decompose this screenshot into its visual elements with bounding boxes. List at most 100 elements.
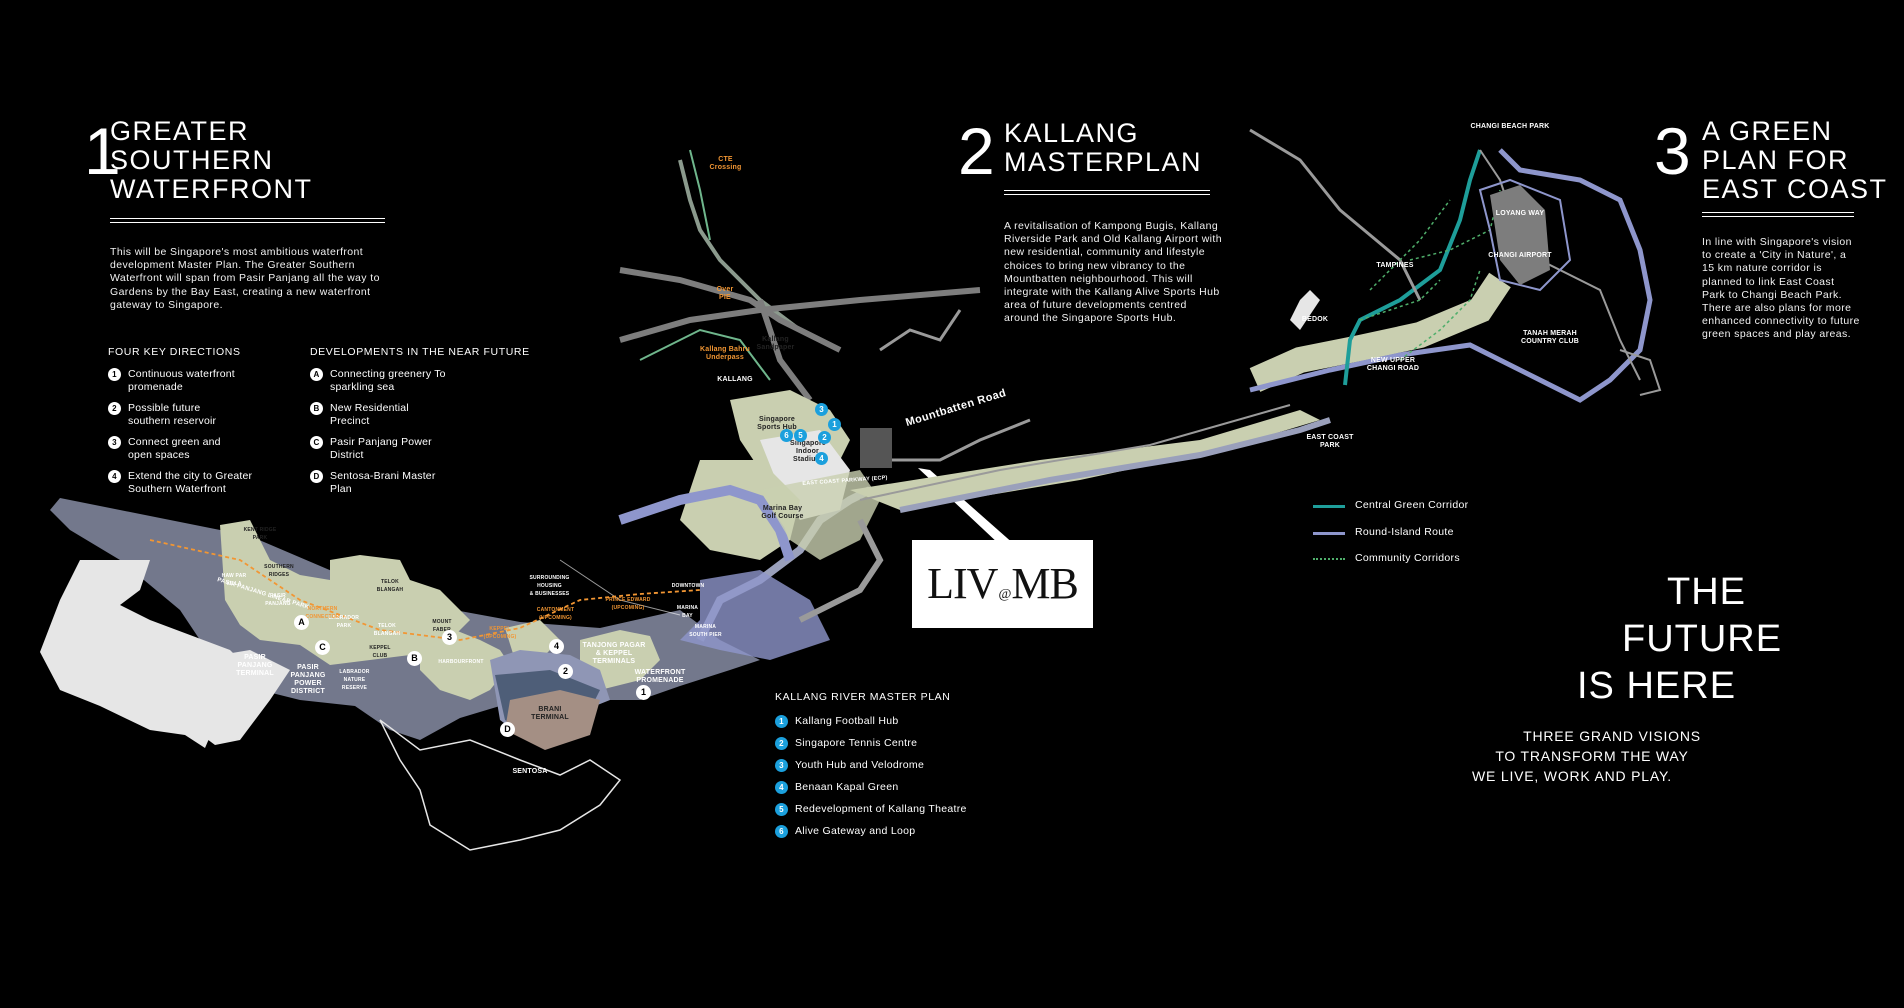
kallang-river-text: Redevelopment of Kallang Theatre [795, 803, 967, 815]
legend-line-community [1313, 558, 1345, 560]
sports-hub-label: Singapore Sports Hub [757, 416, 797, 431]
legend-label: Community Corridors [1355, 552, 1460, 564]
development-badge: C [310, 436, 323, 449]
kallang-bahru-label: Kallang Bahru Underpass [699, 346, 751, 361]
harbourfront-label: HARBOURFRONT [438, 659, 484, 665]
downtown-label: DOWNTOWN [671, 583, 705, 589]
changi-beach-park-label: CHANGI BEACH PARK [1470, 123, 1550, 130]
key-direction-item: 4 Extend the city to Greater Southern Wat… [108, 470, 288, 504]
telok-blangah-label-1: TELOK BLANGAH [376, 579, 404, 593]
development-text: Connecting greenery To sparkling sea [330, 368, 446, 393]
kallang-marker-3: 3 [815, 403, 828, 416]
key-direction-badge: 2 [108, 402, 121, 415]
section3-title: A GREEN PLAN FOR EAST COAST [1702, 116, 1888, 204]
waterfront-promenade-label: WATERFRONT PROMENADE [634, 669, 686, 684]
tagline-line-3: WE LIVE, WORK AND PLAY. [1472, 768, 1672, 784]
bedok-label: BEDOK [1301, 316, 1329, 323]
power-district-label: PASIR PANJANG POWER DISTRICT [290, 664, 326, 695]
section2-rule [1004, 190, 1210, 191]
development-item: D Sentosa-Brani Master Plan [310, 470, 460, 504]
map-marker-2: 2 [558, 664, 573, 679]
kallang-river-text: Kallang Football Hub [795, 715, 899, 727]
kallang-marker-1: 1 [828, 418, 841, 431]
legend-community: Community Corridors [1313, 552, 1460, 564]
section3-rule-2 [1702, 216, 1854, 217]
pasir-panjang-label: PASIR PANJANG [265, 593, 291, 607]
legend-line-central-green [1313, 505, 1345, 508]
development-text: Sentosa-Brani Master Plan [330, 470, 436, 495]
key-directions-heading: FOUR KEY DIRECTIONS [108, 346, 241, 358]
kallang-sandpaper-label: Kallang Sandpaper [756, 336, 795, 351]
development-badge: D [310, 470, 323, 483]
future-line-3: IS HERE [1577, 665, 1737, 707]
east-coast-map [1249, 128, 1662, 403]
logo-text-at: @ [998, 587, 1011, 602]
section1-title: GREATER SOUTHERN WATERFRONT [110, 116, 313, 204]
cte-crossing-label: CTE Crossing [709, 156, 742, 171]
kallang-marker-2: 2 [818, 431, 831, 444]
section3-rule [1702, 212, 1854, 213]
kallang-label: KALLANG [717, 376, 753, 383]
prince-edward-label: PRINCE EDWARD (UPCOMING) [605, 597, 651, 611]
map-marker-3: 3 [442, 630, 457, 645]
northern-connector-label: NORTHERN CONNECTOR [305, 606, 340, 620]
logo-text-liv: LIV [927, 559, 998, 608]
key-direction-badge: 1 [108, 368, 121, 381]
section3-body: In line with Singapore's vision to creat… [1702, 236, 1860, 341]
kallang-river-badge: 2 [775, 737, 788, 750]
future-line-1: THE [1667, 571, 1746, 613]
sentosa-label: SENTOSA [512, 768, 548, 775]
livmb-logo: LIV@MB [912, 540, 1093, 628]
key-direction-badge: 4 [108, 470, 121, 483]
section1-body: This will be Singapore's most ambitious … [110, 246, 380, 311]
map-marker-b: B [407, 651, 422, 666]
labrador-park-label: LABRADOR PARK [328, 615, 360, 629]
kallang-marker-4: 4 [815, 452, 828, 465]
kallang-river-text: Alive Gateway and Loop [795, 825, 916, 837]
marina-south-pier-label: MARINA SOUTH PIER [689, 624, 722, 638]
keppel-upcoming-label: KEPPEL (UPCOMING) [483, 626, 517, 640]
section2-body: A revitalisation of Kampong Bugis, Kalla… [1004, 220, 1222, 325]
pasir-panjang-terminal-area [40, 560, 245, 748]
legend-round-island: Round-Island Route [1313, 526, 1454, 538]
legend-label: Round-Island Route [1355, 526, 1454, 538]
kallang-river-badge: 3 [775, 759, 788, 772]
section2-title: KALLANG MASTERPLAN [1004, 118, 1203, 177]
development-badge: A [310, 368, 323, 381]
key-direction-text: Extend the city to Greater Southern Wate… [128, 470, 253, 495]
kallang-river-item: 6 Alive Gateway and Loop [775, 824, 1015, 846]
development-text: Pasir Panjang Power District [330, 436, 432, 461]
key-direction-text: Continuous waterfront promenade [128, 368, 235, 393]
future-line-2: FUTURE [1622, 618, 1783, 660]
cantonment-label: CANTONMENT (UPCOMING) [536, 607, 575, 621]
development-item: A Connecting greenery To sparkling sea [310, 368, 460, 402]
tanjong-pagar-label: TANJONG PAGAR & KEPPEL TERMINALS [582, 642, 646, 665]
kallang-river-text: Youth Hub and Velodrome [795, 759, 925, 771]
mount-faber-label: MOUNT FABER [432, 619, 452, 633]
map-marker-a: A [294, 615, 309, 630]
kallang-river-text: Benaan Kapal Green [795, 781, 899, 793]
map-marker-1: 1 [636, 685, 651, 700]
kallang-river-heading: KALLANG RIVER MASTER PLAN [775, 691, 951, 703]
development-item: C Pasir Panjang Power District [310, 436, 460, 470]
indoor-stadium-label: Singapore Indoor Stadium [790, 440, 827, 463]
tampines-label: TAMPINES [1376, 262, 1414, 269]
section2-number: 2 [958, 114, 995, 188]
kallang-river-badge: 1 [775, 715, 788, 728]
map-marker-d: D [500, 722, 515, 737]
legend-label: Central Green Corridor [1355, 499, 1469, 511]
section3-number: 3 [1654, 114, 1691, 188]
logo-text-mb: MB [1011, 559, 1078, 608]
haw-par-label: HAW PAR VILLA [221, 573, 247, 587]
kallang-river-badge: 6 [775, 825, 788, 838]
legend-central-green: Central Green Corridor [1313, 499, 1469, 511]
marina-bay-label: MARINA BAY [676, 605, 699, 619]
tagline-line-2: TO TRANSFORM THE WAY [1495, 748, 1689, 764]
loyang-way-label: LOYANG WAY [1495, 210, 1545, 217]
tanah-merah-label: TANAH MERAH COUNTRY CLUB [1520, 330, 1579, 345]
